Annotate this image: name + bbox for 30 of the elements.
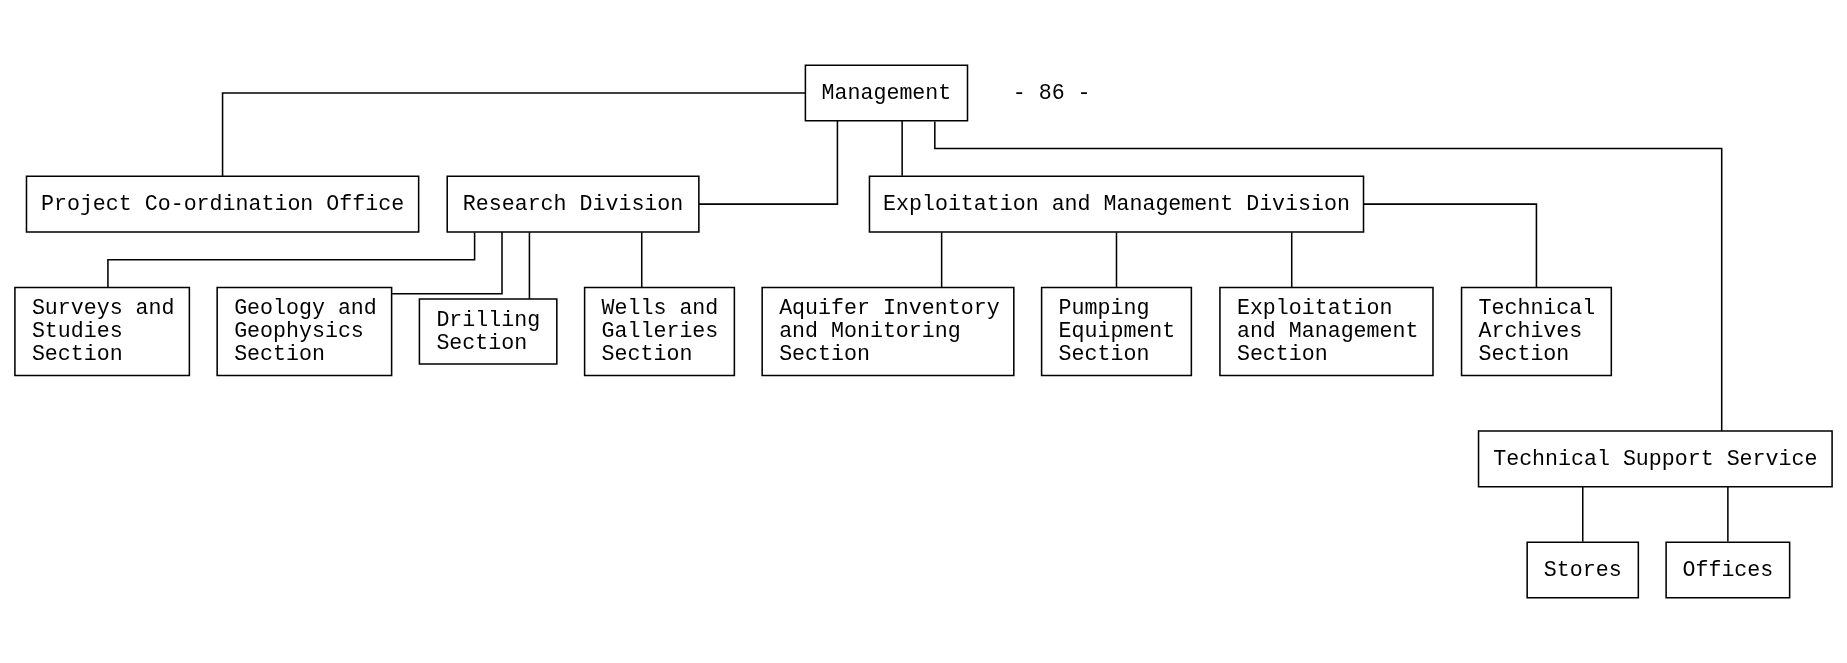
connector bbox=[698, 120, 839, 205]
node-box: Wells and Galleries Section bbox=[583, 286, 736, 377]
node-box: Stores bbox=[1526, 541, 1640, 599]
node-box: Geology and Geophysics Section bbox=[216, 286, 393, 377]
connector bbox=[640, 231, 643, 289]
connector bbox=[221, 92, 806, 177]
node-box: Management bbox=[804, 64, 969, 122]
connector bbox=[940, 231, 943, 289]
connector bbox=[901, 120, 903, 177]
node-box: Project Co-ordination Office bbox=[25, 175, 420, 233]
connector bbox=[1290, 231, 1293, 289]
node-box: Offices bbox=[1665, 541, 1791, 599]
node-box: Technical Support Service bbox=[1477, 430, 1833, 488]
connector bbox=[1727, 486, 1729, 543]
node-box: Aquifer Inventory and Monitoring Section bbox=[761, 286, 1015, 377]
connector bbox=[1363, 203, 1538, 288]
label: - 86 - bbox=[1012, 80, 1091, 105]
connector bbox=[107, 231, 476, 289]
connector bbox=[934, 120, 1723, 432]
connector bbox=[390, 231, 503, 295]
node-box: Drilling Section bbox=[418, 298, 558, 365]
node-box: Research Division bbox=[446, 175, 700, 233]
node-box: Surveys and Studies Section bbox=[14, 286, 191, 377]
node-box: Exploitation and Management Division bbox=[868, 175, 1365, 233]
connector bbox=[528, 231, 531, 300]
connector bbox=[1115, 231, 1118, 289]
node-box: Pumping Equipment Section bbox=[1040, 286, 1193, 377]
node-box: Technical Archives Section bbox=[1460, 286, 1613, 377]
connector bbox=[1582, 486, 1584, 543]
node-box: Exploitation and Management Section bbox=[1219, 286, 1434, 377]
